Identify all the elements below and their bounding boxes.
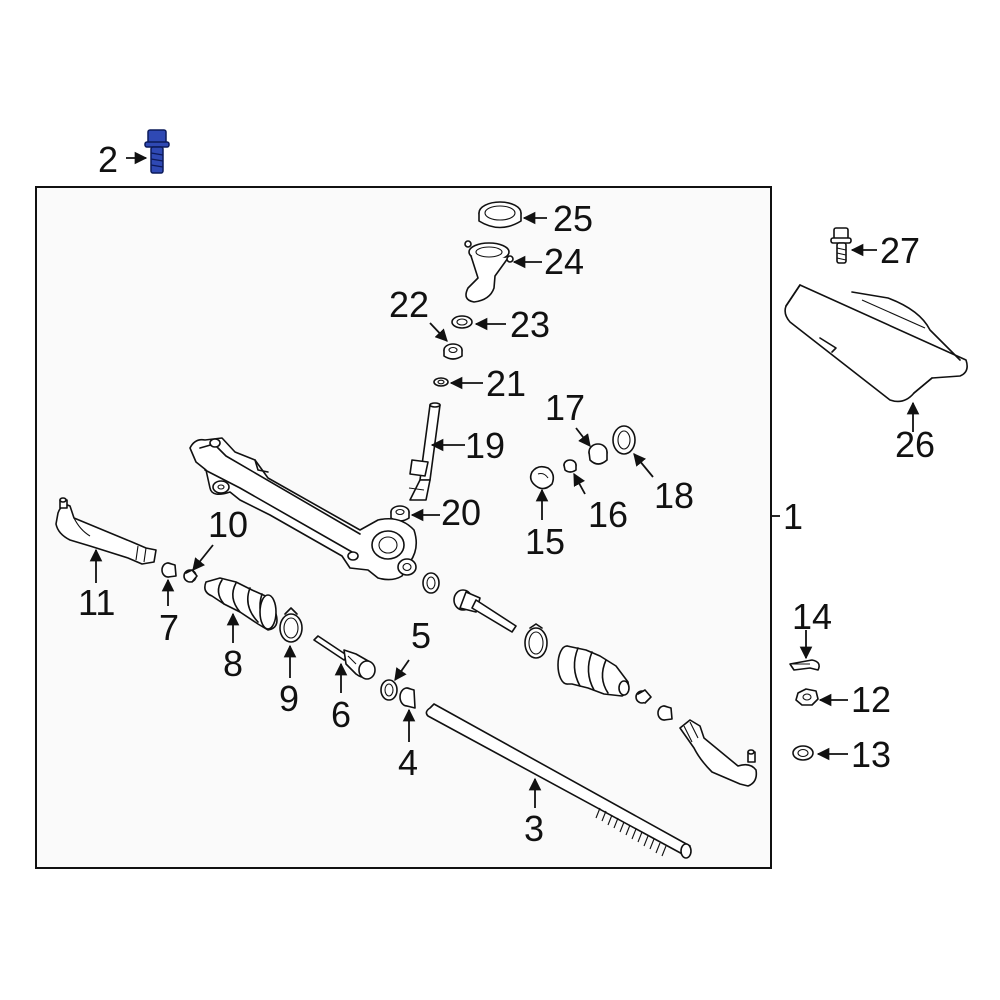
callout-20: 20	[441, 492, 481, 533]
washer-part-23[interactable]	[451, 315, 473, 329]
bearing-part-20[interactable]	[390, 505, 410, 522]
bushing-part-4[interactable]	[399, 687, 416, 709]
bolt-part-27[interactable]	[830, 227, 852, 264]
seal-boot-part-24[interactable]	[464, 240, 514, 303]
callout-13: 13	[851, 734, 891, 775]
bellows-boot-right[interactable]	[557, 645, 630, 697]
leader-lines	[89, 151, 920, 808]
callout-5: 5	[411, 615, 431, 656]
callout-27: 27	[880, 230, 920, 271]
clamp-ring-part-9[interactable]	[279, 607, 303, 643]
callout-26: 26	[895, 424, 935, 465]
callout-10: 10	[208, 504, 248, 545]
cotter-pin-part-14[interactable]	[789, 659, 820, 671]
callout-22: 22	[389, 284, 429, 325]
clamp-ring-right[interactable]	[524, 623, 548, 659]
callout-labels: 1 2 3 4 5 6 7 8 9 10 11 12 13 14 15 16 1…	[78, 139, 935, 849]
callout-8: 8	[223, 643, 243, 684]
callout-12: 12	[851, 679, 891, 720]
callout-2: 2	[98, 139, 118, 180]
callout-18: 18	[654, 475, 694, 516]
plug-part-17[interactable]	[588, 443, 608, 465]
callout-23: 23	[510, 304, 550, 345]
callout-16: 16	[588, 494, 628, 535]
bolt-part-2-highlighted[interactable]	[144, 129, 170, 174]
rack-housing[interactable]	[189, 437, 418, 581]
callout-25: 25	[553, 198, 593, 239]
ring-part-5[interactable]	[380, 679, 398, 701]
cap-part-25[interactable]	[478, 201, 522, 229]
callout-19: 19	[465, 425, 505, 466]
housing-seal-ring[interactable]	[422, 572, 440, 594]
callout-3: 3	[524, 808, 544, 849]
callout-15: 15	[525, 521, 565, 562]
callout-4: 4	[398, 742, 418, 783]
inner-tie-rod-left-part-6[interactable]	[313, 635, 376, 680]
bellows-boot-left-part-8[interactable]	[204, 577, 278, 631]
nut-part-12[interactable]	[795, 688, 819, 706]
callout-14: 14	[792, 596, 832, 637]
clamp-right-small-a[interactable]	[635, 689, 652, 704]
tie-rod-end-right[interactable]	[679, 719, 758, 787]
callout-1: 1	[783, 496, 803, 537]
tie-rod-end-left-part-11[interactable]	[55, 497, 157, 565]
callout-9: 9	[279, 678, 299, 719]
rack-bar-part-3[interactable]	[425, 703, 692, 859]
clamp-part-10[interactable]	[183, 569, 198, 583]
nut-part-22[interactable]	[443, 343, 463, 360]
callout-24: 24	[544, 241, 584, 282]
spring-part-16[interactable]	[563, 459, 577, 473]
o-ring-part-18[interactable]	[612, 425, 636, 455]
washer-part-13[interactable]	[792, 745, 814, 761]
clamp-right-small-b[interactable]	[657, 705, 673, 721]
washer-part-21[interactable]	[433, 377, 449, 387]
pinion-shaft-part-19[interactable]	[408, 402, 441, 501]
callout-7: 7	[159, 607, 179, 648]
heat-shield-part-26[interactable]	[784, 284, 968, 403]
callout-17: 17	[545, 387, 585, 428]
callout-6: 6	[331, 694, 351, 735]
inner-tie-rod-right[interactable]	[453, 589, 517, 633]
yoke-part-15[interactable]	[529, 465, 555, 490]
clamp-part-7[interactable]	[161, 562, 177, 578]
callout-11: 11	[78, 582, 115, 623]
callout-21: 21	[486, 363, 526, 404]
